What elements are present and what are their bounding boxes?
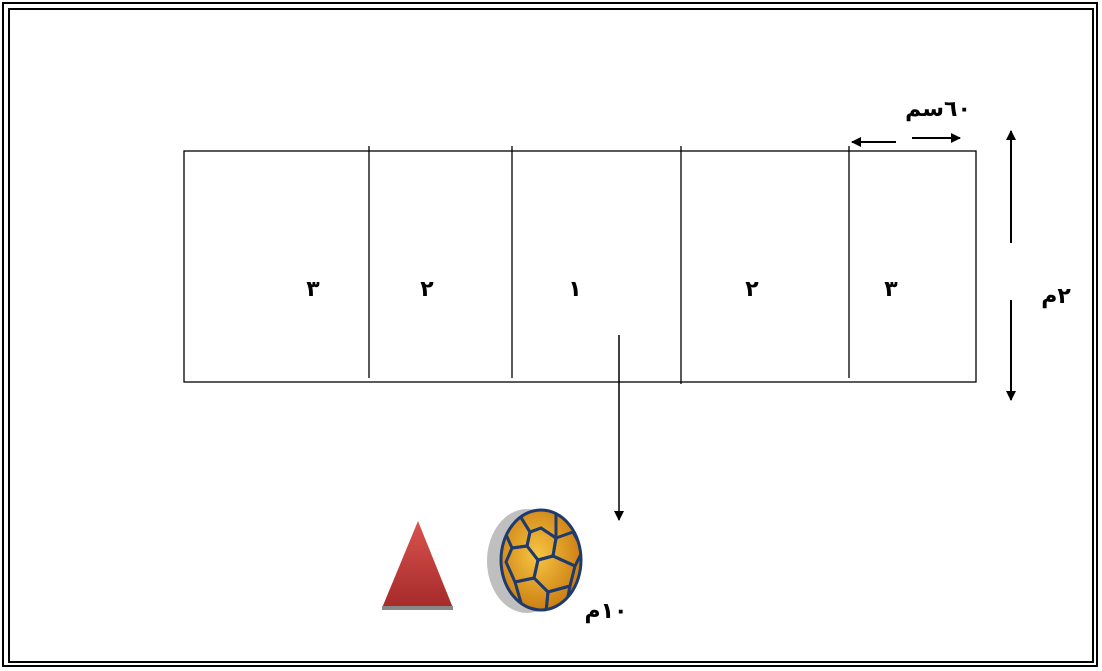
inner-frame	[8, 8, 1094, 663]
zone-label-3: ١	[568, 277, 581, 302]
zone-label-5: ٣	[884, 277, 898, 302]
zone-label-2: ٢	[420, 277, 434, 302]
cone-icon	[382, 521, 453, 610]
height-label: ٢م	[1041, 284, 1071, 309]
target-rectangle	[183, 150, 977, 383]
zone-label-4: ٢	[745, 277, 759, 302]
ball-icon	[487, 508, 583, 613]
width-label: ٦٠سم	[905, 97, 971, 122]
zone-label-1: ٣	[306, 277, 320, 302]
distance-label: ١٠م	[585, 599, 628, 624]
